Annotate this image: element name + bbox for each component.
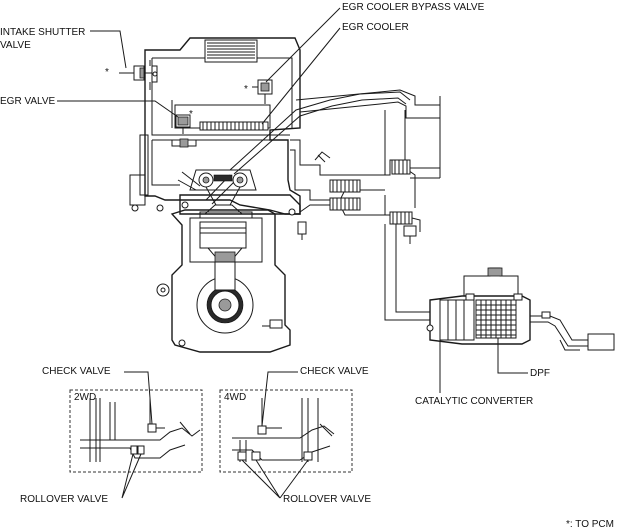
inset-4wd: 4WD bbox=[219, 389, 353, 473]
rollover-valve-4wd-label: ROLLOVER VALVE bbox=[283, 494, 371, 505]
manifold-fitting bbox=[171, 138, 197, 148]
catalytic-converter-dpf bbox=[426, 267, 531, 345]
rollover-valve-2wd-leader bbox=[121, 453, 142, 499]
inset-2wd: 2WD bbox=[69, 389, 203, 473]
catalytic-converter-label: CATALYTIC CONVERTER bbox=[415, 396, 533, 407]
crankshaft bbox=[196, 261, 254, 334]
egr-cooler-label: EGR COOLER bbox=[342, 22, 409, 33]
exhaust-manifold bbox=[290, 139, 410, 216]
engine-block bbox=[156, 209, 291, 353]
cylinder-head bbox=[131, 169, 301, 216]
intake-shutter-valve bbox=[119, 60, 158, 90]
dpf-leader bbox=[497, 338, 528, 374]
egr-valve bbox=[175, 114, 191, 134]
intake-manifold bbox=[129, 37, 301, 215]
inset-4wd-label: 4WD bbox=[224, 392, 246, 403]
intake-pipe-right bbox=[295, 89, 441, 208]
dpf-label: DPF bbox=[530, 368, 550, 379]
rollover-valve-2wd-label: ROLLOVER VALVE bbox=[20, 494, 108, 505]
intake-shutter-valve-label-2: VALVE bbox=[0, 40, 31, 51]
inset-2wd-label: 2WD bbox=[74, 392, 96, 403]
bypass-pcm-marker: * bbox=[244, 84, 248, 95]
intake-shutter-pcm-marker: * bbox=[105, 67, 109, 78]
rollover-valve-4wd-leader bbox=[241, 459, 309, 499]
egr-valve-label: EGR VALVE bbox=[0, 96, 56, 107]
legend-to-pcm: *: TO PCM bbox=[566, 519, 614, 530]
exhaust-downpipe bbox=[384, 211, 430, 321]
injector bbox=[177, 171, 307, 240]
check-valve-2wd-leader bbox=[124, 371, 153, 425]
intake-shutter-valve-label-1: INTAKE SHUTTER bbox=[0, 27, 85, 38]
egr-cooler bbox=[199, 121, 269, 131]
check-valve-4wd-label: CHECK VALVE bbox=[300, 366, 369, 377]
tail-pipe bbox=[530, 311, 615, 351]
check-valve-2wd-label: CHECK VALVE bbox=[42, 366, 111, 377]
bypass-valve-leader bbox=[265, 7, 341, 83]
egr-cooler-leader bbox=[261, 27, 341, 125]
egr-valve-leader bbox=[57, 100, 179, 118]
check-valve-4wd-leader bbox=[261, 371, 298, 427]
egr-cooler-bypass-valve-label: EGR COOLER BYPASS VALVE bbox=[342, 2, 485, 13]
air-cooler-fins bbox=[204, 39, 258, 63]
egr-pipe bbox=[205, 91, 411, 205]
egr-valve-pcm-marker: * bbox=[189, 109, 193, 120]
egr-cooler-bypass-valve bbox=[252, 79, 273, 104]
piston bbox=[199, 221, 247, 269]
intake-shutter-leader bbox=[90, 30, 127, 69]
